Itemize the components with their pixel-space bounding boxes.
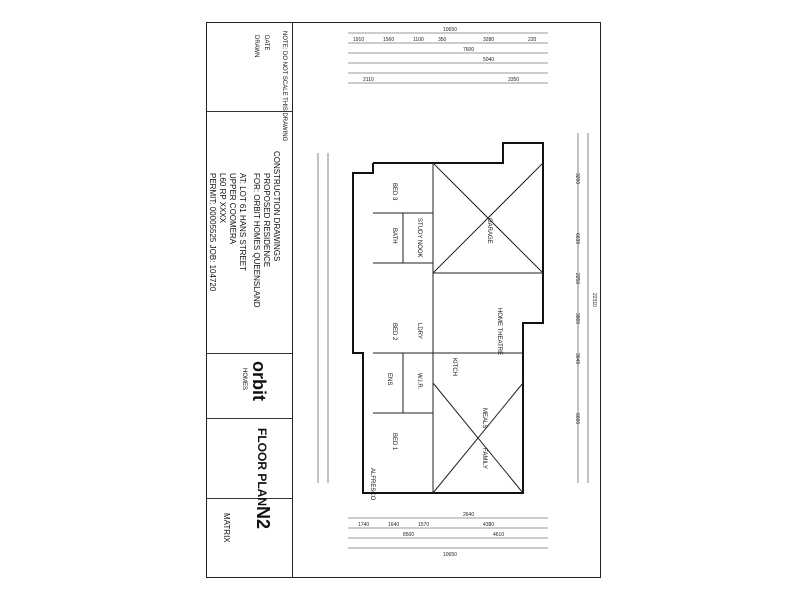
dim-2640: 2640 [463, 512, 474, 518]
dim-1570: 1570 [418, 522, 429, 528]
brand-sub: HOMES [241, 368, 247, 391]
divider [207, 111, 293, 112]
dim-3350: 3350 [508, 77, 519, 83]
room-family: FAMILY [481, 448, 487, 469]
divider [207, 353, 293, 354]
dim-1740: 1740 [358, 522, 369, 528]
rp-number: L60 RP XXXX [218, 173, 227, 224]
dim-3200: 3200 [574, 173, 580, 184]
proposed-residence: PROPOSED RESIDENCE [262, 173, 271, 268]
dim-3800: 3800 [574, 313, 580, 324]
dim-7600: 7600 [463, 47, 474, 53]
dim-1100: 1100 [413, 37, 424, 43]
room-ens: ENS [386, 373, 392, 385]
dim-6600: 6600 [574, 413, 580, 424]
room-study-nook: STUDY NOOK [416, 218, 422, 258]
note-do-not-scale: NOTE: DO NOT SCALE THIS DRAWING [281, 31, 287, 142]
dim-220: 220 [528, 37, 537, 43]
series-name: MATRIX [222, 513, 231, 543]
dim-1560: 1560 [383, 37, 394, 43]
title-block: NOTE: DO NOT SCALE THIS DRAWING DATE DRA… [207, 23, 293, 577]
dim-overall-side: 22310 [591, 293, 597, 307]
dim-overall-top: 10650 [443, 27, 457, 33]
dim-2110: 2110 [363, 77, 374, 83]
drawn-label: DRAWN [253, 35, 259, 58]
dim-overall-bottom: 10650 [443, 552, 457, 558]
client-name: FOR: ORBIT HOMES QUEENSLAND [252, 173, 261, 308]
date-label: DATE [263, 35, 269, 51]
sheet-title: FLOOR PLAN [255, 428, 269, 506]
dim-2250: 2250 [574, 273, 580, 284]
room-wir: W.I.R. [416, 373, 422, 390]
permit-number: PERMIT: 00005525 JOB: 104720 [208, 173, 217, 292]
brand-logo: orbit [249, 361, 269, 401]
dim-4610: 4610 [493, 532, 504, 538]
room-bed3: BED 3 [391, 183, 397, 201]
floor-plan-svg: GARAGE HOME THEATRE MEALS FAMILY BED 1 B… [317, 27, 597, 558]
room-garage: GARAGE [486, 218, 492, 244]
address-line-2: UPPER COOMERA [228, 173, 237, 245]
room-bed1: BED 1 [391, 433, 397, 451]
room-bed2: BED 2 [391, 323, 397, 341]
room-home-theatre: HOME THEATRE [496, 308, 502, 355]
room-kitch: KITCH [451, 358, 457, 376]
project-label: CONSTRUCTION DRAWINGS [272, 151, 281, 262]
room-meals: MEALS [481, 408, 487, 428]
sheet-number: N2 [253, 506, 273, 530]
dim-3280: 3280 [483, 37, 494, 43]
dim-4380: 4380 [483, 522, 494, 528]
address-line-1: AT: LOT 61 HANS STREET [238, 173, 247, 271]
dim-3640: 3640 [574, 353, 580, 364]
floor-plan-area: GARAGE HOME THEATRE MEALS FAMILY BED 1 B… [293, 23, 600, 577]
room-alfresco: ALFRESCO [369, 468, 375, 501]
divider [207, 418, 293, 419]
drawing-sheet: NOTE: DO NOT SCALE THIS DRAWING DATE DRA… [206, 22, 601, 578]
dim-6630: 6630 [574, 233, 580, 244]
room-bath: BATH [391, 228, 397, 244]
divider [207, 498, 293, 499]
room-ldry: LDRY [416, 323, 422, 339]
dim-5040: 5040 [483, 57, 494, 63]
dim-1910: 1910 [353, 37, 364, 43]
dim-350: 350 [438, 37, 447, 43]
dim-1640: 1640 [388, 522, 399, 528]
dim-8500: 8500 [403, 532, 414, 538]
